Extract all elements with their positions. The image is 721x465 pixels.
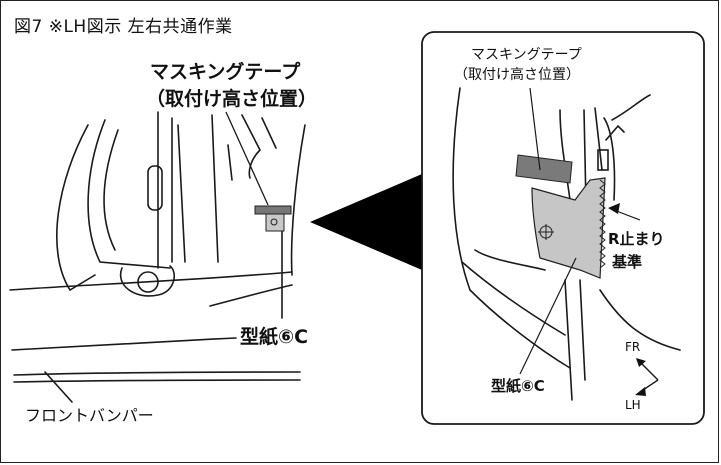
- detail-template-label: 型紙⑥C: [491, 377, 545, 395]
- figure-title: 図7 ※LH図示 左右共通作業: [14, 17, 233, 37]
- template-label: 型紙⑥C: [240, 326, 309, 348]
- direction-front-label: FR: [625, 340, 641, 354]
- detail-masking-tape-sublabel: （取付け高さ位置）: [454, 67, 580, 83]
- detail-body-lines: [452, 87, 681, 401]
- reference-arrow-head: [608, 203, 620, 214]
- template-main: [265, 213, 285, 232]
- magnify-beam: [310, 174, 422, 270]
- reference-label-line1: R止まり: [608, 230, 665, 248]
- reference-label-line2: 基準: [612, 253, 643, 271]
- masking-tape-main: [254, 205, 292, 215]
- masking-tape-label: マスキングテープ: [150, 61, 301, 83]
- direction-left-label: LH: [625, 398, 641, 412]
- car-body-lines: [9, 111, 306, 403]
- bumper-label: フロントバンパー: [25, 406, 154, 425]
- masking-tape-detail: [515, 154, 573, 184]
- masking-tape-sublabel: （取付け高さ位置）: [146, 88, 318, 110]
- template-detail: [531, 177, 606, 279]
- detail-masking-tape-label: マスキングテープ: [471, 47, 582, 63]
